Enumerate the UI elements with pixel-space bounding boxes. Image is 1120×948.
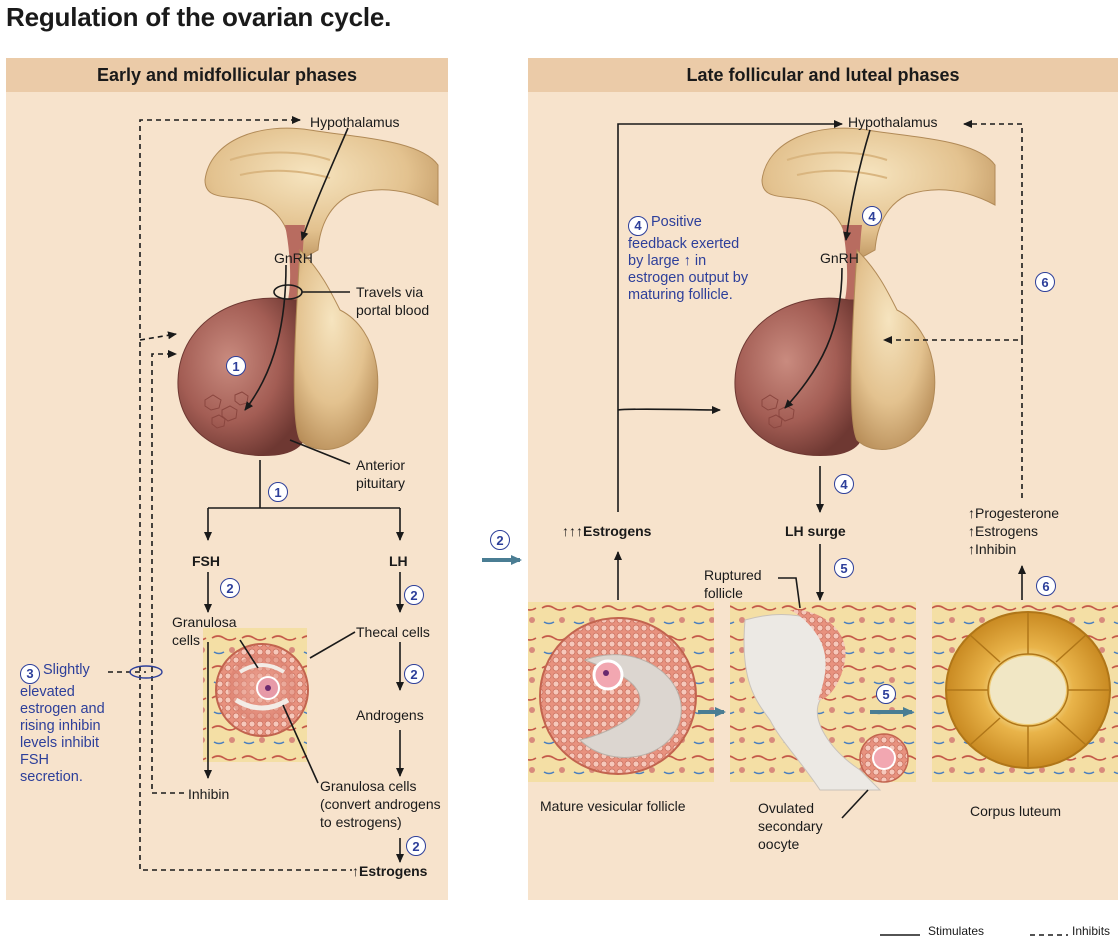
step-4-badge-lh: 4: [834, 474, 854, 494]
travels-label-1: Travels via: [356, 284, 424, 300]
left-hypothalamus-label: Hypothalamus: [310, 114, 400, 130]
step-1-badge-pituitary: 1: [226, 356, 246, 376]
androgens-label: Androgens: [356, 707, 424, 723]
note3-pointer: [129, 665, 163, 679]
left-arrows: [204, 127, 404, 863]
left-estrogens-label: ↑Estrogens: [352, 863, 428, 879]
page-title: Regulation of the ovarian cycle.: [6, 2, 392, 32]
left-follicle-illustration: [203, 628, 309, 762]
gc-label-2: (convert androgens: [320, 796, 441, 812]
anterior-label-1: Anterior: [356, 457, 406, 473]
right-inhibit-lines: [883, 120, 1023, 498]
up-arrow-glyph: ↑: [352, 863, 359, 879]
step-2-badge-thecal: 2: [404, 664, 424, 684]
step-5-badge-ovulation: 5: [876, 684, 896, 704]
left-inhibit-lines: [108, 116, 352, 871]
lh-surge-label: LH surge: [785, 523, 846, 539]
up-arrow-glyph: ↑: [683, 252, 691, 269]
step-2-badge-fsh: 2: [220, 578, 240, 598]
corpus-luteum-label: Corpus luteum: [970, 803, 1062, 819]
granulosa-label-2: cells: [172, 632, 201, 648]
ovulated-label-1: Ovulated: [758, 800, 815, 816]
legend-stimulates: Stimulates: [928, 924, 985, 938]
step-2-badge-transition: 2: [490, 530, 510, 550]
ruptured-label-2: follicle: [704, 585, 743, 601]
corpus-luteum-illustration: [932, 602, 1118, 782]
step-4-badge-hypothalamus: 4: [862, 206, 882, 226]
step-6-badge-top: 6: [1035, 272, 1055, 292]
mature-follicle-illustration: [528, 602, 714, 782]
left-gnrh-label: GnRH: [274, 250, 313, 266]
left-brain-illustration: [177, 127, 439, 457]
step-3-badge: 3: [20, 663, 40, 684]
right-arrows: [614, 120, 1026, 819]
thecal-label: Thecal cells: [356, 624, 430, 640]
ruptured-label-1: Ruptured: [704, 567, 762, 583]
right-brain-illustration: [734, 127, 996, 457]
ovulated-label-3: oocyte: [758, 836, 800, 852]
gc-label-1: Granulosa cells: [320, 778, 417, 794]
legend-inhibits: Inhibits: [1072, 924, 1111, 938]
left-panel-header: Early and midfollicular phases: [6, 58, 448, 92]
estrogens2-label: ↑Estrogens: [968, 523, 1039, 539]
gc-label-3: to estrogens): [320, 814, 402, 830]
step-5-badge-surge: 5: [834, 558, 854, 578]
ovulated-label-2: secondary: [758, 818, 823, 834]
right-gnrh-label: GnRH: [820, 250, 859, 266]
step-2-badge-lh: 2: [404, 585, 424, 605]
inhibin-label: Inhibin: [188, 786, 230, 802]
travels-label-2: portal blood: [356, 302, 430, 318]
right-panel-header: Late follicular and luteal phases: [528, 58, 1118, 92]
right-hypothalamus-label: Hypothalamus: [848, 114, 938, 130]
step-4-badge-note: 4: [628, 215, 648, 236]
step-1-badge-split: 1: [268, 482, 288, 502]
lh-label: LH: [389, 553, 408, 569]
step-6-badge-bottom: 6: [1036, 576, 1056, 596]
right-estrogens-label: ↑↑↑Estrogens: [562, 523, 652, 539]
progesterone-label: ↑Progesterone: [968, 505, 1060, 521]
step-2-badge-gc: 2: [406, 836, 426, 856]
anterior-label-2: pituitary: [356, 475, 406, 491]
inhibin2-label: ↑Inhibin: [968, 541, 1017, 557]
granulosa-label-1: Granulosa: [172, 614, 237, 630]
mature-follicle-label: Mature vesicular follicle: [540, 798, 686, 814]
fsh-label: FSH: [192, 553, 220, 569]
